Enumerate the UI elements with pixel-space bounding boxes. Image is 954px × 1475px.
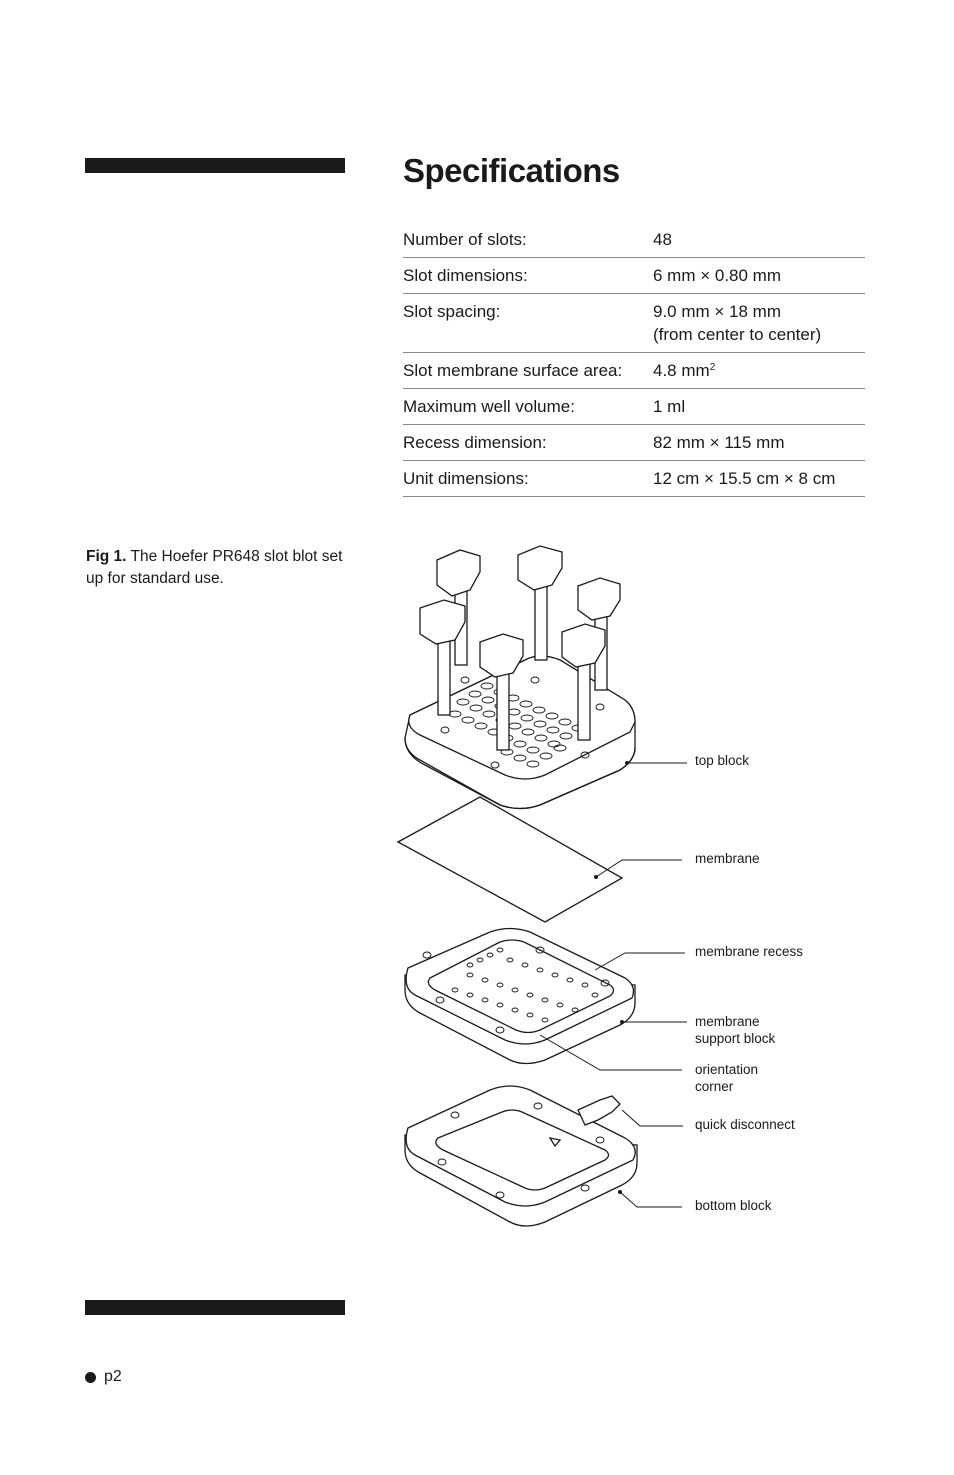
spec-value-text: 4.8 mm xyxy=(653,361,710,380)
label-membrane-recess: membrane recess xyxy=(695,944,804,959)
spec-value: 12 cm × 15.5 cm × 8 cm xyxy=(653,469,836,488)
spec-label: Slot spacing: xyxy=(403,302,501,321)
label-bottom-block: bottom block xyxy=(695,1198,772,1213)
spec-value: 48 xyxy=(653,230,672,249)
page-title: Specifications xyxy=(403,152,620,189)
membrane-drawing xyxy=(396,796,624,923)
spec-value: 9.0 mm × 18 mm (from center to center) xyxy=(653,302,822,344)
spec-value: 82 mm × 115 mm xyxy=(653,433,785,452)
spec-row: Slot membrane surface area: 4.8 mm2 xyxy=(403,353,865,389)
spec-row: Maximum well volume: 1 ml xyxy=(403,389,865,425)
spec-value: 6 mm × 0.80 mm xyxy=(653,266,782,285)
label-membrane: membrane xyxy=(695,851,760,866)
spec-value: 4.8 mm2 xyxy=(653,359,865,382)
top-block-drawing xyxy=(404,545,636,810)
label-quick-disconnect: quick disconnect xyxy=(695,1117,795,1132)
spec-label: Slot membrane surface area: xyxy=(403,361,623,380)
superscript: 2 xyxy=(709,362,716,373)
spec-row: Slot dimensions: 6 mm × 0.80 mm xyxy=(403,258,865,294)
spec-label: Number of slots: xyxy=(403,230,527,249)
page-number: p2 xyxy=(85,1368,122,1386)
support-block-drawing xyxy=(404,927,636,1065)
footer-rule xyxy=(85,1300,345,1315)
header-rule xyxy=(85,158,345,173)
figure-caption: Fig 1. The Hoefer PR648 slot blot set up… xyxy=(86,546,351,590)
spec-value: 1 ml xyxy=(653,397,686,416)
spec-label: Maximum well volume: xyxy=(403,397,575,416)
caption-text: The Hoefer PR648 slot blot set up for st… xyxy=(86,548,343,587)
label-membrane-support-block: membrane support block xyxy=(695,1014,776,1046)
spec-row: Number of slots: 48 xyxy=(403,222,865,258)
spec-label: Recess dimension: xyxy=(403,433,547,452)
label-orientation-corner: orientation corner xyxy=(695,1062,759,1094)
spec-row: Unit dimensions: 12 cm × 15.5 cm × 8 cm xyxy=(403,461,865,497)
caption-bold: Fig 1. xyxy=(86,548,127,565)
spec-row: Recess dimension: 82 mm × 115 mm xyxy=(403,425,865,461)
label-top-block: top block xyxy=(695,753,750,768)
spec-row: Slot spacing: 9.0 mm × 18 mm (from center… xyxy=(403,294,865,353)
page-number-text: p2 xyxy=(104,1368,122,1385)
bullet-icon xyxy=(85,1371,96,1383)
slot-blot-illustration xyxy=(396,545,687,1227)
bottom-block-drawing xyxy=(404,1085,638,1227)
spec-label: Unit dimensions: xyxy=(403,469,529,488)
spec-label: Slot dimensions: xyxy=(403,266,528,285)
spec-table: Number of slots: 48 Slot dimensions: 6 mm … xyxy=(403,222,865,497)
